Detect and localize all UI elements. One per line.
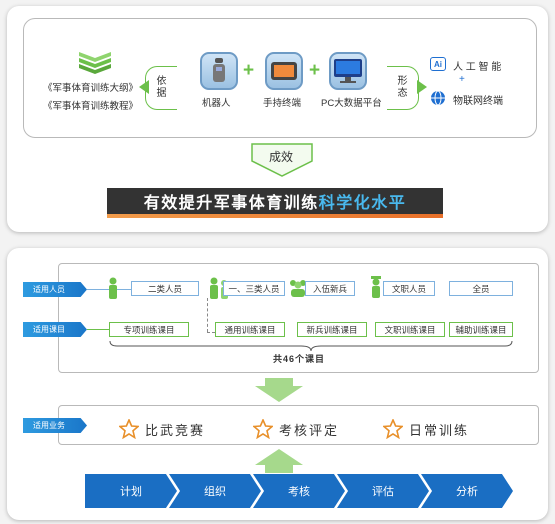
tag-business: 适用业务 xyxy=(23,418,87,433)
flow-step: 计划 xyxy=(85,474,177,508)
result-label: 成效 xyxy=(269,150,294,164)
personnel-box: 入伍新兵 xyxy=(305,281,355,296)
device-label: 机器人 xyxy=(202,98,231,109)
officer-icon xyxy=(371,276,381,298)
source-tutorial: 《军事体育训练教程》 xyxy=(43,101,139,112)
star-icon xyxy=(383,419,403,439)
course-box: 通用训练课目 xyxy=(215,322,285,337)
banner-underline xyxy=(107,214,443,218)
personnel-course-frame xyxy=(58,263,539,373)
connector xyxy=(87,329,109,330)
ai-icon: Ai xyxy=(430,57,446,71)
outcome-banner: 有效提升军事体育训练科学化水平 xyxy=(107,188,443,214)
plus-symbol: + xyxy=(459,74,465,85)
handheld-terminal-icon xyxy=(265,52,303,90)
course-box: 专项训练课目 xyxy=(109,322,189,337)
total-courses: 共46个课目 xyxy=(273,354,326,364)
basis-form-frame xyxy=(23,18,537,138)
up-arrow-icon xyxy=(255,449,303,473)
person-icon xyxy=(109,277,117,299)
personnel-box: 全员 xyxy=(449,281,513,296)
robot-icon xyxy=(200,52,238,90)
source-outline: 《军事体育训练大纲》 xyxy=(43,83,139,94)
basis-arrow-icon xyxy=(139,80,149,94)
star-icon xyxy=(253,419,273,439)
course-box: 新兵训练课目 xyxy=(297,322,367,337)
total-brace xyxy=(109,340,513,352)
business-item: 考核评定 xyxy=(253,419,339,439)
dashed-connector xyxy=(207,298,208,332)
personnel-box: 二类人员 xyxy=(131,281,199,296)
process-flow: 计划 组织 考核 评估 分析 xyxy=(85,474,513,508)
form-label: 形态 xyxy=(387,66,419,110)
flow-step: 评估 xyxy=(337,474,429,508)
flow-step: 分析 xyxy=(421,474,513,508)
tag-courses: 适用课目 xyxy=(23,322,87,337)
flow-step: 考核 xyxy=(253,474,345,508)
plus-icon: + xyxy=(309,60,321,81)
group-icon xyxy=(290,280,306,297)
dashed-connector xyxy=(207,332,215,333)
iot-label: 物联网终端 xyxy=(453,96,503,107)
books-icon xyxy=(79,52,111,74)
outcome-panel: 《军事体育训练大纲》 《军事体育训练教程》 依据 机器人 + 手持终端 + PC… xyxy=(7,6,548,232)
course-box: 辅助训练课目 xyxy=(449,322,513,337)
star-icon xyxy=(119,419,139,439)
pc-big-data-platform-icon xyxy=(329,52,367,90)
device-label: PC大数据平台 xyxy=(321,98,382,109)
business-item: 比武竞赛 xyxy=(119,419,205,439)
tag-personnel: 适用人员 xyxy=(23,282,87,297)
device-label: 手持终端 xyxy=(263,98,302,109)
coverage-panel: 适用人员 适用课目 二类人员 一、三类人员 入伍新兵 文职人员 全员 专项训练课… xyxy=(7,248,548,520)
result-arrow-icon xyxy=(251,143,313,177)
business-item: 日常训练 xyxy=(383,419,469,439)
personnel-box: 一、三类人员 xyxy=(223,281,285,296)
form-arrow-icon xyxy=(417,80,427,94)
course-box: 文职训练课目 xyxy=(375,322,445,337)
iot-globe-icon xyxy=(431,90,445,106)
basis-label: 依据 xyxy=(145,66,177,110)
plus-icon: + xyxy=(243,60,255,81)
flow-step: 组织 xyxy=(169,474,261,508)
personnel-box: 文职人员 xyxy=(383,281,435,296)
down-arrow-icon xyxy=(255,378,303,402)
ai-label: 人 工 智 能 xyxy=(453,62,502,73)
